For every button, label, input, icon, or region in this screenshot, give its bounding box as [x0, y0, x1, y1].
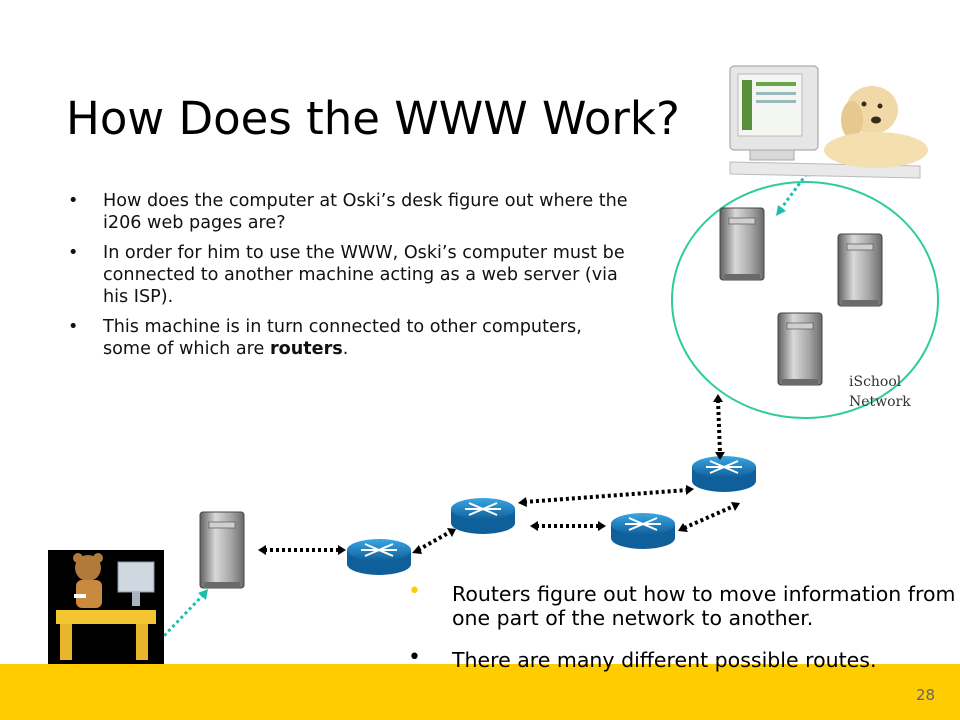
arrowhead — [530, 521, 538, 531]
oski-bear-illustration — [48, 550, 164, 664]
network-circle — [671, 181, 939, 419]
server-icon — [777, 312, 823, 386]
link-dotted — [523, 488, 689, 504]
server-icon — [199, 511, 245, 589]
bullet-dot: • — [68, 191, 79, 211]
arrowhead — [198, 589, 208, 600]
server-icon — [719, 207, 765, 281]
arrowhead — [686, 485, 694, 495]
bottom-bullet-text: Routers figure out how to move informati… — [452, 582, 956, 630]
router-icon — [347, 539, 411, 575]
bullet-dot: • — [68, 317, 79, 337]
arrowhead — [258, 545, 266, 555]
link-teal — [778, 171, 810, 211]
bullet-dot: • — [68, 243, 79, 263]
arrowhead — [598, 521, 606, 531]
bottom-bullet-dot: • — [408, 645, 421, 670]
bottom-bullet-dot: • — [408, 579, 421, 604]
arrowhead — [713, 394, 723, 402]
arrowhead — [447, 528, 456, 537]
arrowhead — [518, 497, 527, 507]
server-icon — [837, 233, 883, 307]
monitor-dog-illustration — [729, 65, 928, 179]
bottom-bullet-item: • Routers figure out how to move informat… — [408, 579, 960, 631]
arrowhead — [678, 523, 688, 532]
bullet-list: • How does the computer at Oski’s desk fi… — [68, 190, 628, 368]
bullet-text-bold: routers — [269, 339, 343, 359]
arrowhead — [412, 545, 422, 554]
slide-title: How Does the WWW Work? — [66, 92, 680, 145]
link-dotted — [417, 530, 451, 552]
bullet-text-post: . — [342, 339, 349, 359]
bottom-bullet-item: • There are many different possible route… — [408, 645, 960, 673]
bullet-text: How does the computer at Oski’s desk fig… — [103, 191, 628, 233]
arrowhead — [776, 205, 786, 216]
bullet-item: • This machine is in turn connected to ot… — [68, 316, 628, 360]
link-dotted — [683, 504, 735, 530]
arrowhead — [715, 452, 725, 460]
bullet-text: In order for him to use the WWW, Oski’s … — [103, 243, 625, 307]
link-dotted — [716, 399, 722, 455]
router-icon — [692, 456, 756, 492]
network-label-line: Network — [849, 394, 911, 410]
arrowhead — [338, 545, 346, 555]
router-icon — [451, 498, 515, 534]
footer-band — [0, 664, 960, 720]
arrowhead — [731, 502, 740, 511]
bottom-bullet-text: There are many different possible routes… — [452, 648, 877, 672]
page-number: 28 — [916, 686, 936, 704]
network-label-line: iSchool — [849, 374, 902, 390]
network-label: iSchool Network — [849, 372, 911, 412]
bullet-item: • In order for him to use the WWW, Oski’s… — [68, 242, 628, 308]
bullet-item: • How does the computer at Oski’s desk fi… — [68, 190, 628, 234]
bottom-bullet-list: • Routers figure out how to move informat… — [408, 579, 960, 673]
router-icon — [611, 513, 675, 549]
link-teal — [158, 592, 206, 642]
bullet-text-pre: This machine is in turn connected to oth… — [103, 317, 582, 359]
